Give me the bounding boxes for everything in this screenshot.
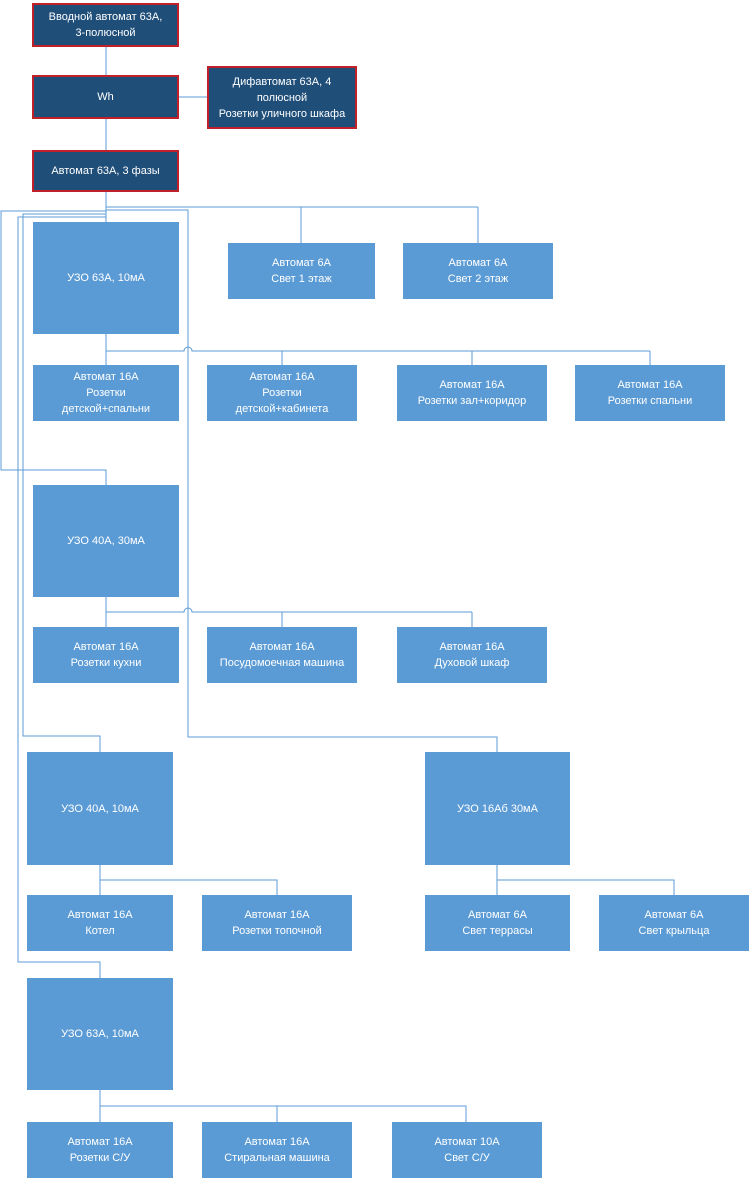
s3-line2: Свет С/У — [444, 1152, 490, 1164]
wire-feeder-rcd5 — [17, 216, 106, 978]
light1-line2: Свет 1 этаж — [271, 273, 332, 285]
k2-box: Автомат 16А Посудомоечная машина — [207, 627, 357, 683]
k1-line2: Розетки кухни — [70, 657, 142, 669]
wire-feeder-rcd2 — [0, 210, 107, 485]
t1-line2: Свет террасы — [462, 925, 533, 937]
k3-line2: Духовой шкаф — [434, 657, 510, 669]
s1-line1: Автомат 16А — [67, 1136, 133, 1148]
b4-box: Автомат 16А Розетки спальни — [575, 365, 725, 421]
wire-rcd2-bus — [106, 607, 472, 613]
rcd2-box: УЗО 40А, 30мА — [33, 485, 179, 597]
rcd1-box: УЗО 63А, 10мА — [33, 222, 179, 334]
rcd5-box: УЗО 63А, 10мА — [27, 978, 173, 1090]
t1-box: Автомат 6А Свет террасы — [425, 895, 570, 951]
c1-line1: Автомат 16А — [67, 909, 133, 921]
k1-line1: Автомат 16А — [73, 641, 139, 653]
k2-line1: Автомат 16А — [249, 641, 315, 653]
rcd4-box: УЗО 16Аб 30мА — [425, 752, 570, 865]
light2-line1: Автомат 6А — [448, 257, 508, 269]
main-breaker-line2: 3-полюсной — [75, 27, 136, 39]
b2-line1: Автомат 16А — [249, 371, 315, 383]
s2-line1: Автомат 16А — [244, 1136, 310, 1148]
wire-rcd5-bus — [100, 1105, 467, 1122]
b1-line1: Автомат 16А — [73, 371, 139, 383]
b4-line1: Автомат 16А — [617, 379, 683, 391]
wire-rcd4-bus — [497, 879, 675, 895]
t2-line2: Свет крыльца — [638, 925, 710, 937]
light2-line2: Свет 2 этаж — [447, 273, 509, 285]
light1-box: Автомат 6А Свет 1 этаж — [228, 243, 375, 299]
c1-box: Автомат 16А Котел — [27, 895, 173, 951]
breaker-63a-box: Автомат 63А, 3 фазы — [32, 150, 179, 192]
t2-box: Автомат 6А Свет крыльца — [599, 895, 749, 951]
rcd3-box: УЗО 40А, 10мА — [27, 752, 173, 865]
b1-box: Автомат 16А Розетки детской+спальни — [33, 365, 179, 421]
outdoor-rcbo-line3: Розетки уличного шкафа — [218, 107, 346, 120]
s2-box: Автомат 16А Стиральная машина — [202, 1122, 352, 1178]
b3-box: Автомат 16А Розетки зал+коридор — [397, 365, 547, 421]
c2-line2: Розетки топочной — [232, 925, 322, 937]
meter-label: Wh — [97, 91, 114, 103]
c1-line2: Котел — [85, 925, 115, 937]
k1-box: Автомат 16А Розетки кухни — [33, 627, 179, 683]
b2-line2: Розетки — [262, 387, 302, 399]
light1-line1: Автомат 6А — [272, 257, 331, 269]
s3-line1: Автомат 10А — [434, 1136, 500, 1148]
t2-line1: Автомат 6А — [644, 909, 704, 921]
k3-box: Автомат 16А Духовой шкаф — [397, 627, 547, 683]
rcd1-label: УЗО 63А, 10мА — [67, 272, 145, 284]
main-breaker-box: Вводной автомат 63А, 3-полюсной — [32, 3, 179, 47]
t1-line1: Автомат 6А — [468, 909, 527, 921]
wire-feeder-rcd3 — [22, 213, 106, 752]
outdoor-rcbo-line1: Дифавтомат 63А, 4 — [232, 75, 332, 88]
b4-line2: Розетки спальни — [607, 395, 693, 407]
outdoor-rcbo-line2: полюсной — [256, 91, 308, 104]
b3-line2: Розетки зал+коридор — [417, 395, 527, 407]
s1-line2: Розетки С/У — [69, 1152, 131, 1164]
k2-line2: Посудомоечная машина — [219, 657, 345, 669]
b1-line2: Розетки — [86, 387, 126, 399]
s3-box: Автомат 10А Свет С/У — [392, 1122, 542, 1178]
breaker-63a-label: Автомат 63А, 3 фазы — [51, 165, 160, 177]
b3-line1: Автомат 16А — [439, 379, 505, 391]
b2-line3: детской+кабинета — [235, 403, 329, 415]
b2-box: Автомат 16А Розетки детской+кабинета — [207, 365, 357, 421]
c2-box: Автомат 16А Розетки топочной — [202, 895, 352, 951]
s1-box: Автомат 16А Розетки С/У — [27, 1122, 173, 1178]
rcd4-label: УЗО 16Аб 30мА — [457, 802, 538, 815]
b1-line3: детской+спальни — [61, 403, 151, 415]
rcd2-label: УЗО 40А, 30мА — [67, 535, 145, 547]
wire-feeder-rcd4 — [106, 209, 498, 752]
main-breaker-line1: Вводной автомат 63А, — [48, 11, 163, 23]
meter-box: Wh — [32, 75, 179, 119]
wire-rcd3-bus — [100, 879, 278, 895]
light2-box: Автомат 6А Свет 2 этаж — [403, 243, 553, 299]
rcd5-label: УЗО 63А, 10мА — [61, 1028, 139, 1040]
k3-line1: Автомат 16А — [439, 641, 505, 653]
c2-line1: Автомат 16А — [244, 909, 310, 921]
s2-line2: Стиральная машина — [224, 1152, 330, 1164]
outdoor-rcbo-box: Дифавтомат 63А, 4 полюсной Розетки уличн… — [207, 66, 357, 129]
rcd3-label: УЗО 40А, 10мА — [61, 802, 139, 815]
